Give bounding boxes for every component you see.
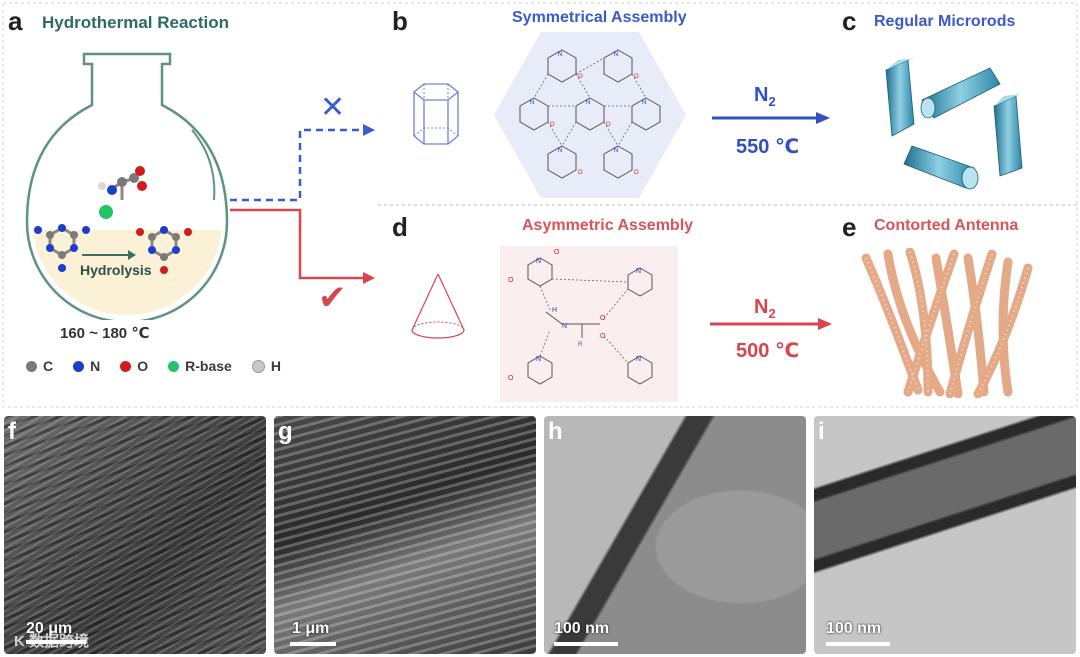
svg-text:O: O	[508, 375, 514, 382]
panel-e-title: Contorted Antenna	[874, 217, 1019, 234]
check-icon: ✔	[318, 279, 347, 317]
micrograph-letter-h: h	[548, 418, 563, 445]
svg-text:N: N	[536, 356, 541, 363]
schematic-frame	[2, 2, 1078, 408]
micrograph-g: g 1 μm	[274, 416, 536, 654]
svg-text:N: N	[558, 148, 562, 154]
panel-letter-d: d	[392, 212, 408, 242]
svg-text:O: O	[550, 122, 555, 128]
hydrolysis-label: Hydrolysis	[80, 262, 152, 278]
svg-text:N: N	[586, 100, 590, 106]
upper-temperature: 550 ℃	[736, 136, 800, 158]
lower-reaction-arrow	[710, 318, 832, 330]
scale-label-i: 100 nm	[826, 620, 882, 637]
contorted-antenna-illustration	[861, 248, 1033, 398]
micrograph-letter-g: g	[278, 418, 293, 445]
svg-text:O: O	[554, 249, 560, 256]
panel-letter-a: a	[8, 6, 23, 36]
legend-item-c: C	[26, 358, 53, 374]
svg-text:O: O	[606, 122, 611, 128]
cross-icon: ✕	[320, 91, 346, 124]
panel-letter-c: c	[842, 6, 857, 36]
scale-label-h: 100 nm	[554, 620, 610, 637]
reaction-flask	[25, 52, 229, 320]
schematic-region: a Hydrothermal Reaction	[2, 2, 1078, 408]
reaction-temperature: 160 ~ 180 ℃	[60, 325, 150, 342]
hexagonal-prism-icon	[412, 83, 460, 145]
svg-text:N: N	[530, 100, 534, 106]
svg-text:O: O	[600, 333, 606, 340]
svg-text:O: O	[578, 74, 583, 80]
svg-text:O: O	[578, 170, 583, 176]
panel-a-title: Hydrothermal Reaction	[42, 13, 230, 32]
svg-text:N: N	[636, 268, 641, 275]
melamine-molecule	[34, 224, 90, 272]
svg-text:O: O	[634, 170, 639, 176]
legend-item-n: N	[73, 358, 100, 374]
legend-item-r-base: R-base	[168, 358, 232, 374]
amino-acid-molecule	[98, 166, 147, 219]
legend-item-h: H	[251, 358, 281, 374]
svg-text:N: N	[614, 52, 618, 58]
panel-letter-b: b	[392, 6, 408, 36]
microrods-illustration	[885, 58, 1023, 190]
lower-temperature: 500 ℃	[736, 340, 800, 362]
svg-text:N: N	[642, 100, 646, 106]
atom-legend: C N O R-base H	[26, 358, 281, 374]
upper-reaction-arrow	[712, 112, 830, 124]
scale-label-f: 20 μm	[26, 620, 73, 637]
scale-label-g: 1 μm	[292, 620, 330, 637]
svg-text:N: N	[614, 148, 618, 154]
scale-bar-g	[290, 642, 336, 646]
svg-text:N: N	[636, 356, 641, 363]
legend-item-o: O	[120, 358, 148, 374]
svg-text:O: O	[508, 277, 514, 284]
pathway-arrows	[230, 124, 375, 284]
svg-text:H: H	[552, 307, 557, 314]
svg-text:N: N	[536, 258, 541, 265]
micrograph-letter-i: i	[818, 418, 825, 445]
micrograph-h: h 100 nm	[544, 416, 806, 654]
panel-letter-e: e	[842, 212, 857, 242]
svg-text:O: O	[634, 74, 639, 80]
upper-gas-label: N2	[754, 84, 776, 109]
symmetrical-network: N N N N N N N O O O O O O	[494, 32, 686, 198]
scale-bar-f	[26, 640, 86, 644]
scale-bar-h	[554, 642, 618, 646]
scale-bar-i	[826, 642, 890, 646]
micrograph-i: i 100 nm	[814, 416, 1076, 654]
watermark-text: K 数据跨境	[14, 633, 90, 650]
lower-gas-label: N2	[754, 296, 776, 321]
cyanuric-acid-molecule	[136, 226, 192, 274]
panel-d-title: Asymmetric Assembly	[522, 217, 694, 234]
micrograph-letter-f: f	[8, 418, 16, 445]
asymmetric-network: N N N N H N O O O O O R	[500, 246, 678, 402]
cone-icon	[411, 273, 465, 339]
panel-b-title: Symmetrical Assembly	[512, 9, 687, 26]
svg-text:O: O	[600, 315, 606, 322]
micrograph-f: f 20 μm K 数据跨境	[4, 416, 266, 654]
panel-c-title: Regular Microrods	[874, 13, 1016, 30]
svg-text:N: N	[558, 52, 562, 58]
svg-text:N: N	[562, 323, 567, 330]
svg-text:R: R	[578, 342, 583, 348]
